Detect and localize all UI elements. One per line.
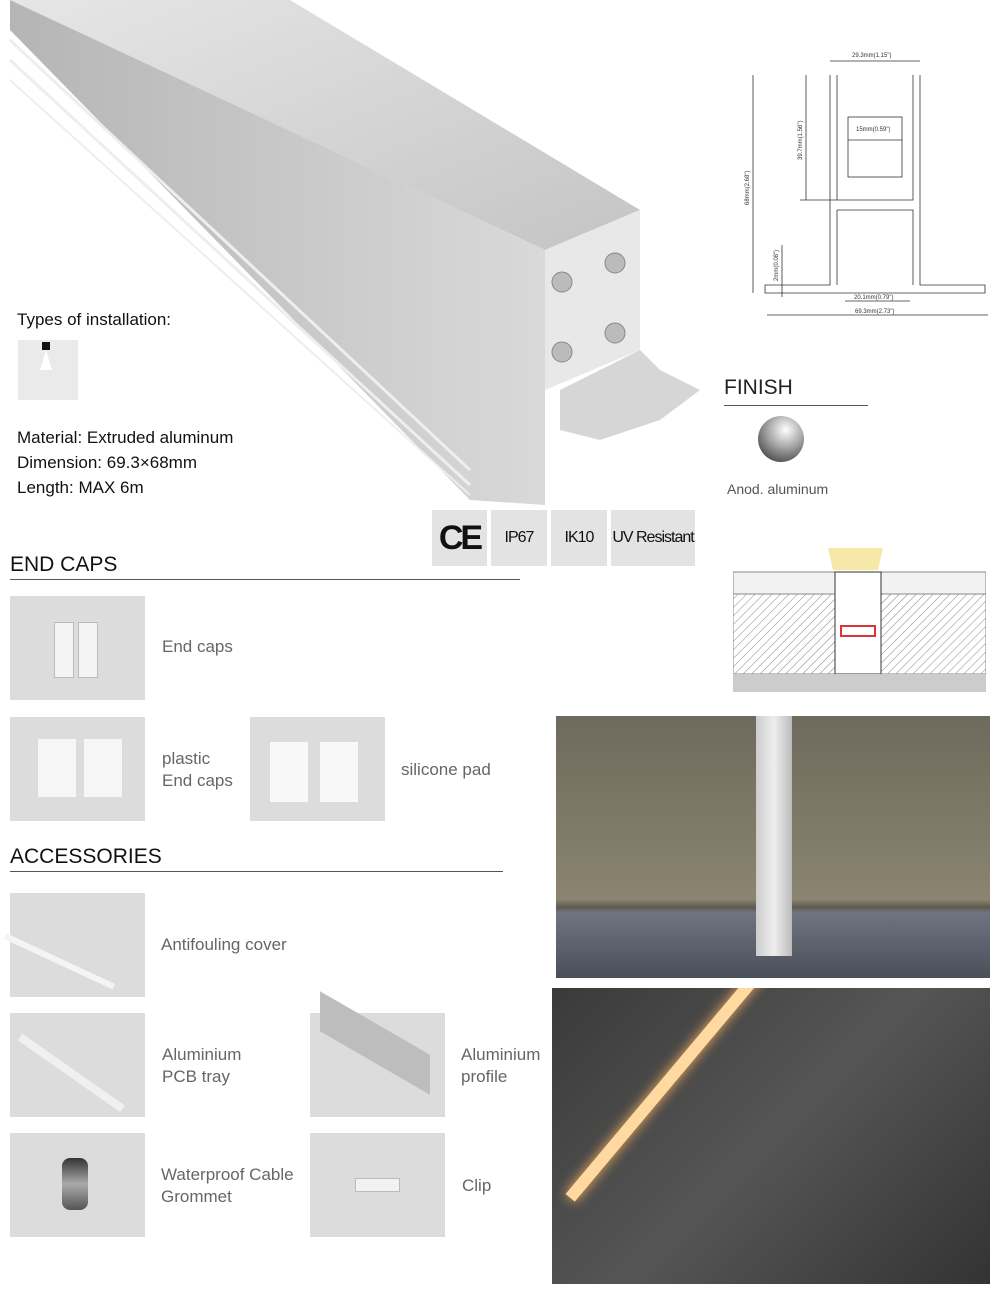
plastic-end-caps-image — [10, 717, 145, 821]
plastic-end-caps-label: plastic End caps — [162, 749, 233, 790]
pcb-tray-image — [10, 1013, 145, 1117]
clip-image — [310, 1133, 445, 1237]
svg-text:39.7mm(1.56"): 39.7mm(1.56") — [798, 121, 804, 160]
finish-swatch[interactable] — [758, 416, 804, 462]
finish-title: FINISH — [724, 376, 868, 406]
installed-profile-photo — [556, 716, 990, 978]
cable-grommet-label: Waterproof Cable Grommet — [161, 1165, 294, 1206]
aluminium-profile-label: Aluminium profile — [461, 1045, 541, 1086]
svg-text:68mm(2.68"): 68mm(2.68") — [745, 171, 751, 205]
lit-floor-photo — [552, 988, 990, 1284]
finish-label: Anod. aluminum — [727, 481, 829, 497]
silicone-pad-image — [250, 717, 385, 821]
svg-text:2mm(0.08"): 2mm(0.08") — [774, 250, 780, 281]
pcb-tray-label: Aluminium PCB tray — [162, 1045, 242, 1086]
cert-ce: CE — [432, 510, 487, 566]
silicone-pad-label: silicone pad — [401, 760, 491, 779]
end-caps-label: End caps — [162, 637, 233, 656]
accessories-title: ACCESSORIES — [10, 845, 503, 872]
profile-product-image — [8, 0, 700, 505]
installation-section-diagram — [733, 548, 986, 692]
cable-grommet-image — [10, 1133, 145, 1237]
installation-type-icon — [18, 340, 78, 400]
end-caps-image — [10, 596, 145, 700]
spec-length: Length: MAX 6m — [17, 478, 144, 497]
aluminium-profile-image — [310, 991, 445, 1117]
installation-label: Types of installation: — [17, 310, 172, 329]
cert-uv: UV Resistant — [611, 510, 695, 566]
svg-text:69.3mm(2.73"): 69.3mm(2.73") — [855, 309, 894, 315]
svg-text:20.1mm(0.79"): 20.1mm(0.79") — [854, 295, 893, 301]
end-caps-title: END CAPS — [10, 553, 520, 580]
svg-text:29.3mm(1.15"): 29.3mm(1.15") — [852, 53, 891, 59]
clip-label: Clip — [462, 1176, 492, 1195]
spec-material: Material: Extruded aluminum — [17, 428, 234, 447]
cert-ik10: IK10 — [551, 510, 607, 566]
svg-text:15mm(0.59"): 15mm(0.59") — [856, 127, 890, 133]
spec-dimension: Dimension: 69.3×68mm — [17, 453, 198, 472]
cert-ip67: IP67 — [491, 510, 547, 566]
antifouling-cover-image — [3, 893, 145, 997]
dimension-drawing: 29.3mm(1.15") 15mm(0.59") 39.7mm(1.56") … — [745, 53, 988, 316]
antifouling-cover-label: Antifouling cover — [161, 935, 287, 954]
